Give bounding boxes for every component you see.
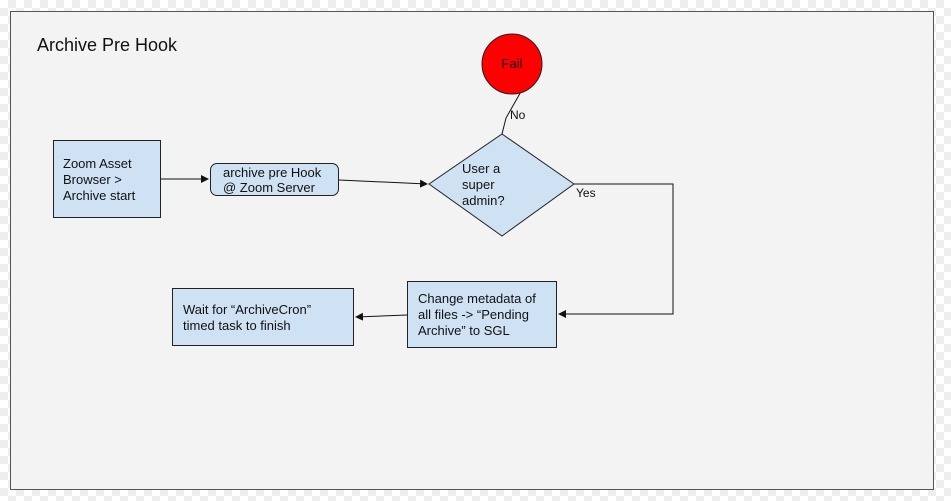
edge-hook-to-decision (338, 179, 428, 188)
decision-node-line-2: super (462, 177, 495, 192)
decision-node-shape (428, 133, 575, 237)
edge-change-to-wait (355, 312, 408, 321)
wait-node-line-1: Wait for “ArchiveCron” (183, 302, 312, 317)
wait-node-line-2: timed task to finish (183, 318, 291, 333)
fail-node-shape (481, 33, 543, 95)
start-node: Zoom Asset Browser > Archive start (53, 140, 161, 218)
edge-decision-to-change (558, 183, 674, 318)
hook-node-line-2: @ Zoom Server (223, 180, 315, 195)
edge-label-yes: Yes (576, 186, 596, 200)
change-node-line-3: Archive” to SGL (418, 323, 510, 338)
start-node-line-2: Browser > (63, 172, 122, 187)
edge-label-no: No (510, 108, 526, 122)
change-node-line-2: all files -> “Pending (418, 307, 529, 322)
hook-node-line-1: archive pre Hook (223, 165, 322, 180)
fail-node-label: Fail (501, 56, 523, 71)
diagram-frame (10, 11, 934, 490)
change-node: Change metadata of all files -> “Pending… (407, 281, 557, 348)
start-node-line-3: Archive start (63, 188, 136, 203)
wait-node: Wait for “ArchiveCron” timed task to fin… (172, 288, 354, 346)
start-node-line-1: Zoom Asset (63, 156, 132, 171)
decision-node-label: User a super admin? (462, 161, 526, 209)
diagram-title: Archive Pre Hook (37, 35, 178, 55)
decision-node-line-3: admin? (462, 193, 505, 208)
decision-node-line-1: User a (462, 161, 501, 176)
hook-node: archive pre Hook @ Zoom Server (210, 163, 339, 196)
change-node-line-1: Change metadata of (418, 291, 536, 306)
